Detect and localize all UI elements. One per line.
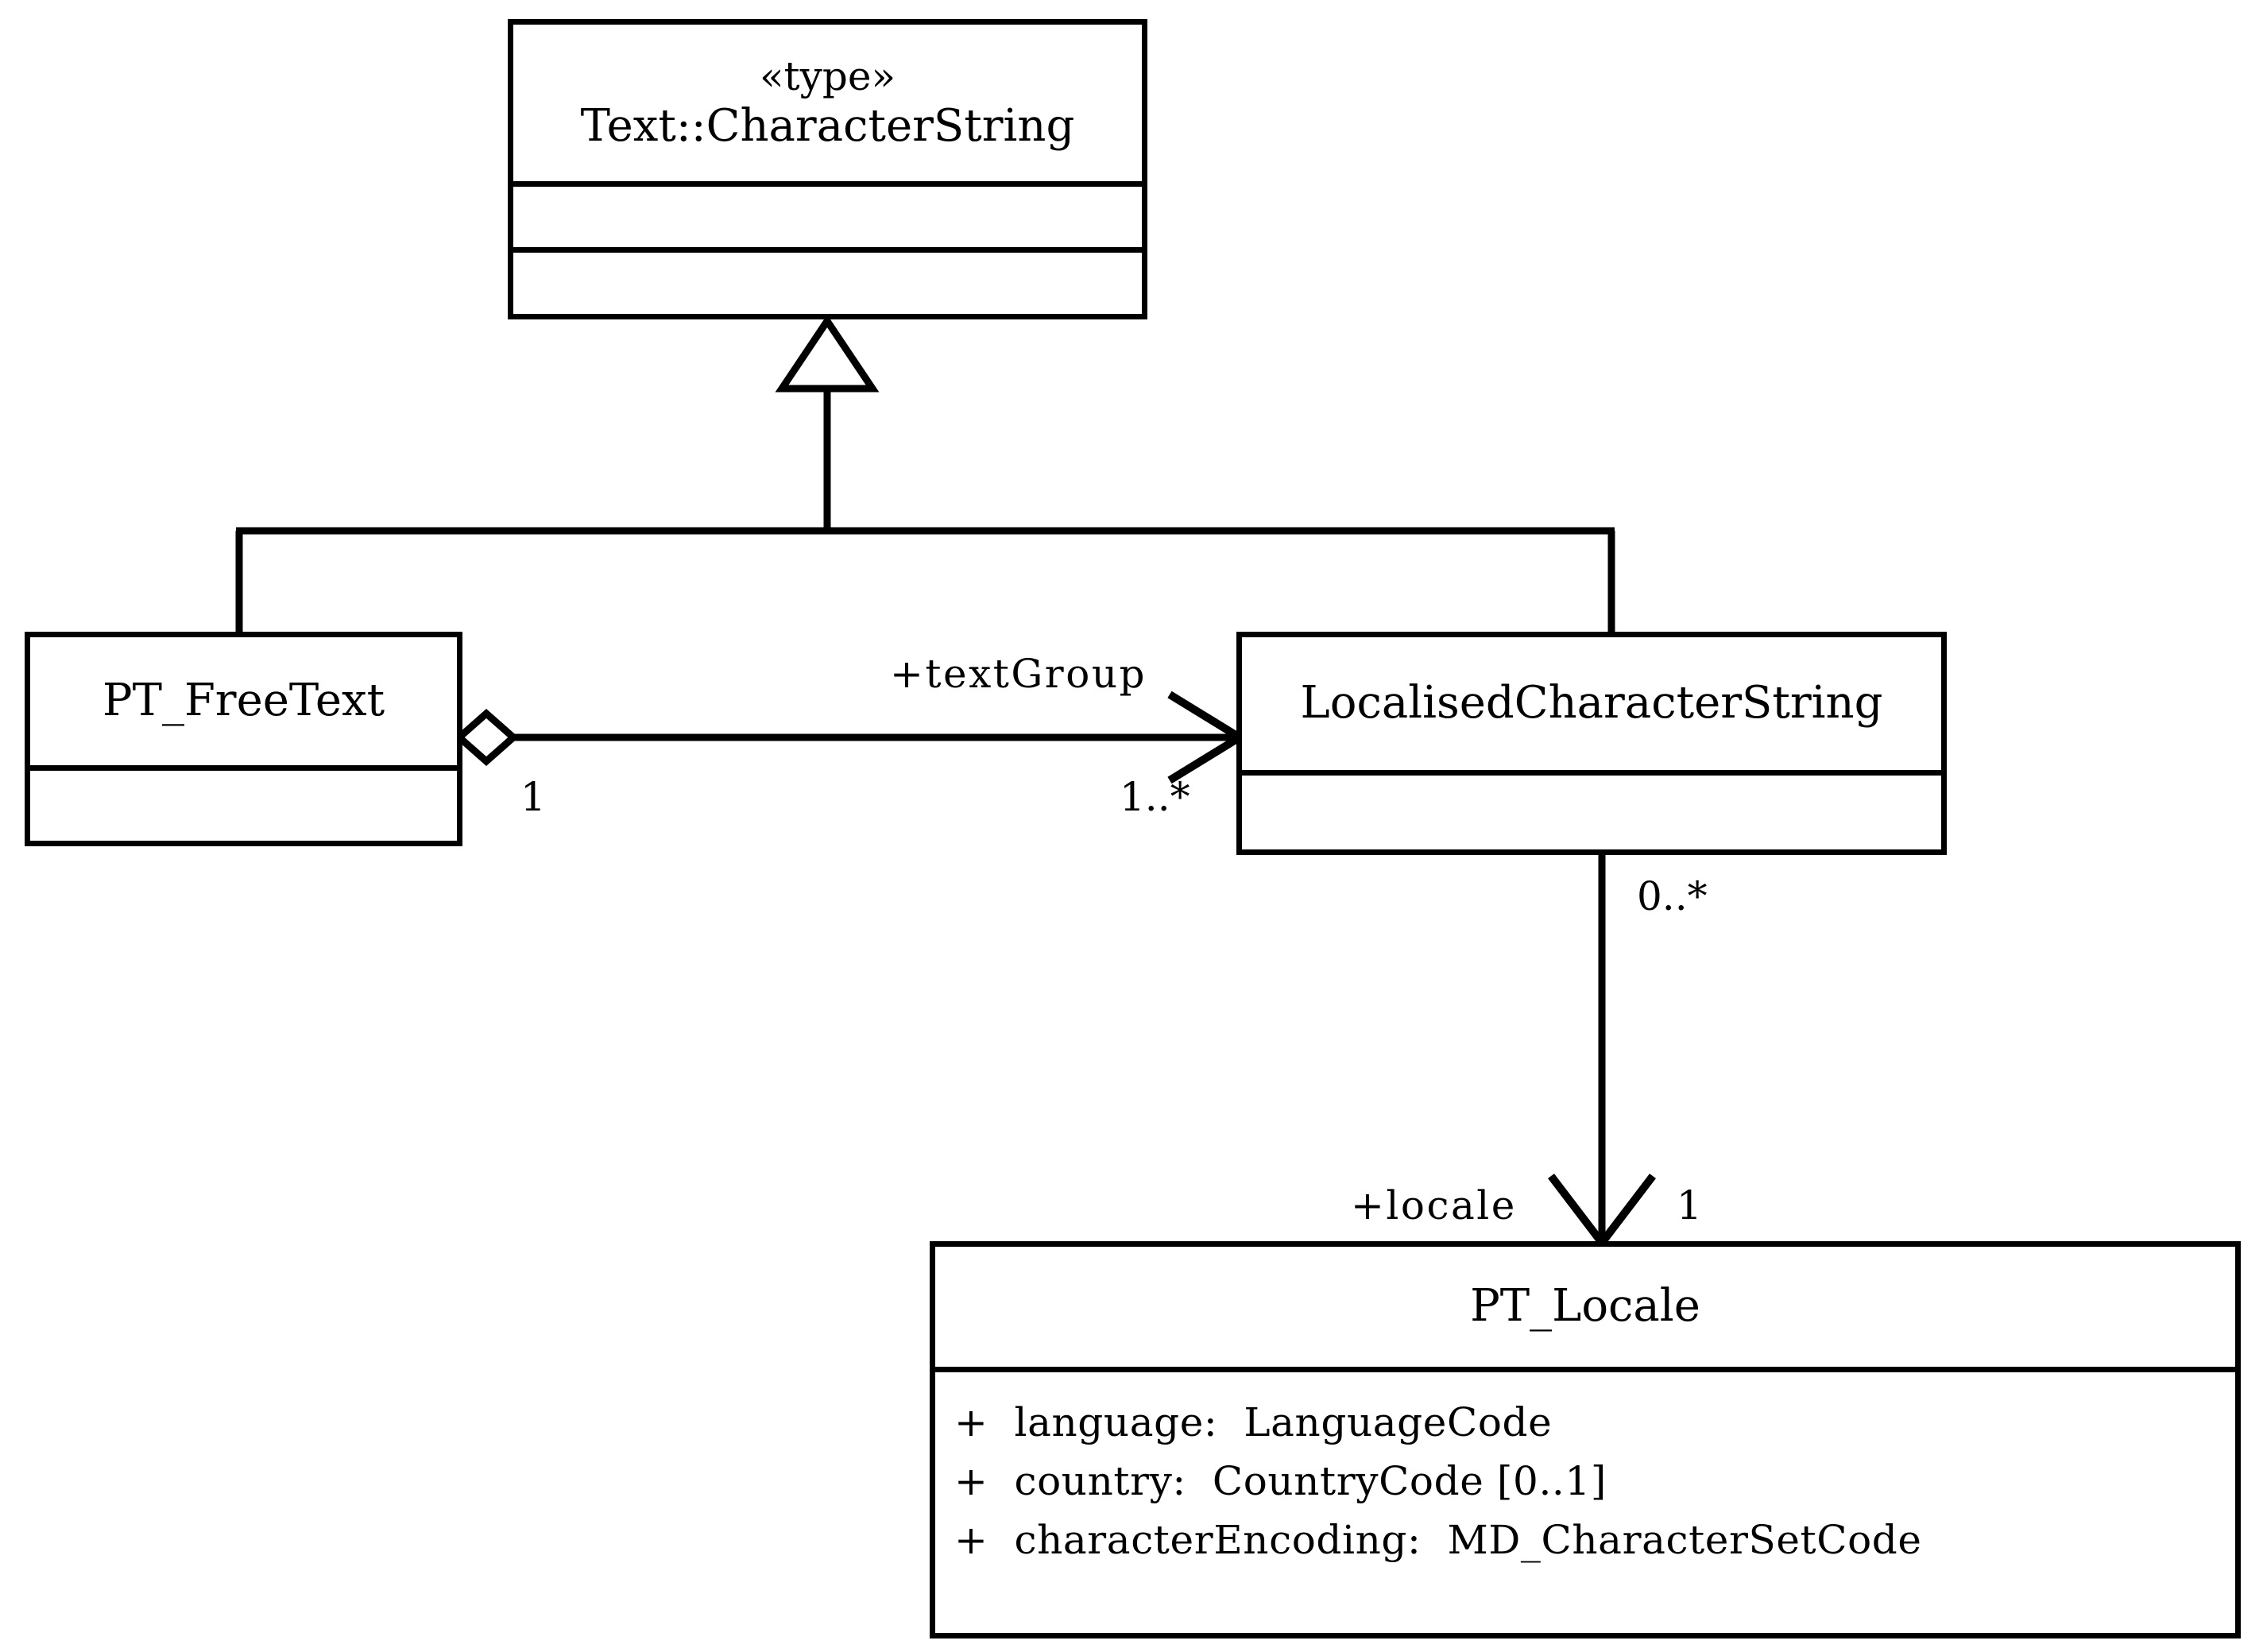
aggregation-target-multiplicity: 1..* [1120,774,1190,820]
locale-source-multiplicity: 0..* [1637,873,1708,919]
class-attributes-text-characterstring [513,181,1142,247]
aggregation-source-multiplicity: 1 [520,774,546,820]
class-header-pt-locale: PT_Locale [935,1247,2235,1367]
class-name-pt-freetext: PT_FreeText [102,675,385,727]
generalization-arrowhead-icon [775,314,880,393]
class-name-localised-character-string: LocalisedCharacterString [1300,677,1883,729]
class-box-pt-locale[interactable]: PT_Locale + language: LanguageCode + cou… [930,1241,2241,1638]
aggregation-diamond-icon [454,708,519,767]
class-attributes-pt-freetext [30,765,457,841]
class-box-localised-character-string[interactable]: LocalisedCharacterString [1236,632,1947,855]
attribute-row: + characterEncoding: MD_CharacterSetCode [954,1517,1922,1563]
class-box-text-characterstring[interactable]: «type» Text::CharacterString [508,19,1147,319]
class-header-text-characterstring: «type» Text::CharacterString [513,25,1142,181]
class-header-pt-freetext: PT_FreeText [30,637,457,765]
attribute-row: + language: LanguageCode [954,1399,1553,1445]
aggregation-role-label: +textGroup [890,651,1147,697]
class-name-pt-locale: PT_Locale [1470,1280,1700,1333]
locale-target-multiplicity: 1 [1677,1182,1702,1228]
class-attributes-pt-locale: + language: LanguageCode + country: Coun… [935,1367,2235,1633]
class-stereotype-text-characterstring: «type» [759,53,896,100]
class-box-pt-freetext[interactable]: PT_FreeText [25,632,462,846]
class-operations-text-characterstring [513,247,1142,314]
class-header-localised-character-string: LocalisedCharacterString [1242,637,1941,770]
class-name-text-characterstring: Text::CharacterString [580,100,1075,153]
attribute-row: + country: CountryCode [0..1] [954,1458,1607,1504]
class-attributes-localised-character-string [1242,770,1941,849]
locale-role-label: +locale [1351,1182,1517,1228]
